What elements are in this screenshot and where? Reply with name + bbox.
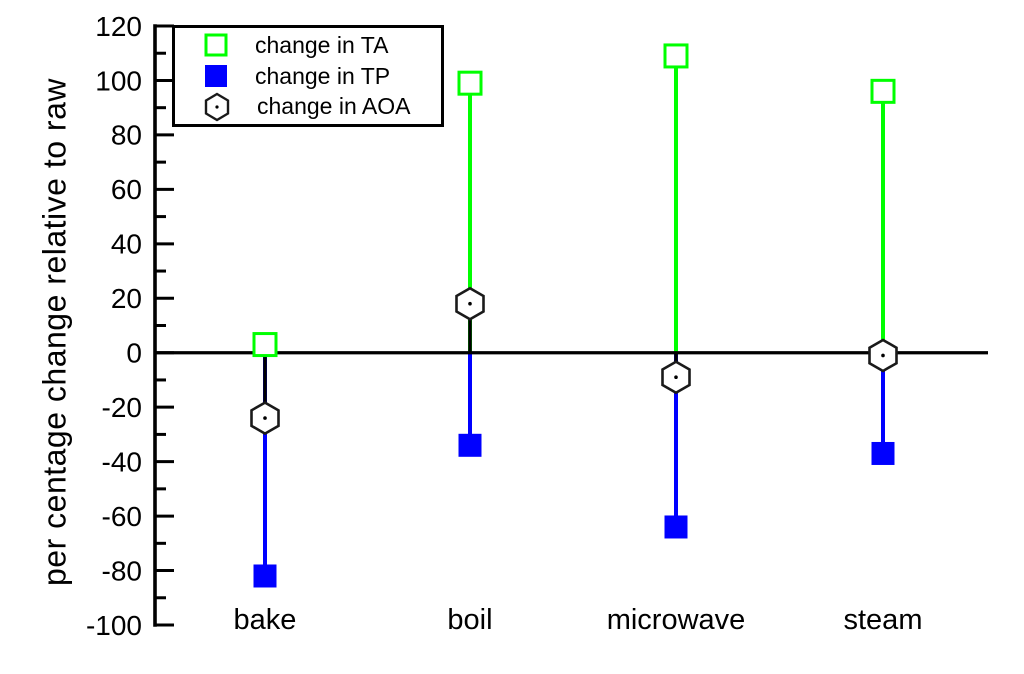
y-tick-label: -40 bbox=[102, 446, 142, 477]
filled-square-icon bbox=[205, 65, 227, 87]
x-category-label: steam bbox=[844, 604, 923, 636]
marker-ta-microwave bbox=[663, 43, 689, 69]
y-tick-label: 120 bbox=[95, 11, 142, 42]
marker-tp-microwave bbox=[664, 515, 688, 539]
marker-ta-bake bbox=[252, 332, 278, 358]
marker-ta-steam bbox=[870, 78, 896, 104]
legend-item-aoa: change in AOA bbox=[203, 91, 439, 122]
y-tick-label: 100 bbox=[95, 65, 142, 96]
y-tick-label: 60 bbox=[111, 174, 142, 205]
y-tick-label: 0 bbox=[126, 338, 142, 369]
legend-item-ta: change in TA bbox=[203, 30, 439, 61]
x-category-label: microwave bbox=[607, 604, 746, 636]
marker-ta-boil bbox=[457, 70, 483, 96]
legend-item-tp: change in TP bbox=[203, 61, 439, 92]
x-category-label: boil bbox=[447, 604, 492, 636]
y-tick-label: -100 bbox=[86, 610, 142, 641]
y-tick-label: -20 bbox=[102, 392, 142, 423]
hexagon-dot-icon bbox=[204, 92, 230, 122]
marker-tp-steam bbox=[871, 441, 895, 465]
marker-aoa-dot-boil bbox=[468, 301, 472, 306]
x-category-label: bake bbox=[234, 604, 297, 636]
y-tick-label: -80 bbox=[102, 555, 142, 586]
legend-label-ta: change in TA bbox=[255, 31, 389, 58]
y-tick-label: 40 bbox=[111, 229, 142, 260]
marker-aoa-dot-steam bbox=[881, 353, 885, 358]
open-square-icon bbox=[204, 33, 228, 57]
marker-tp-boil bbox=[458, 433, 482, 457]
y-tick-label: 80 bbox=[111, 120, 142, 151]
y-tick-label: 20 bbox=[111, 283, 142, 314]
marker-aoa-dot-bake bbox=[263, 416, 267, 420]
legend-label-aoa: change in AOA bbox=[257, 93, 411, 120]
legend-label-tp: change in TP bbox=[255, 62, 391, 89]
marker-tp-bake bbox=[253, 564, 277, 588]
y-axis-title: per centage change relative to raw bbox=[36, 78, 73, 586]
legend-box: change in TA change in TP change in AOA bbox=[172, 25, 444, 127]
marker-aoa-dot-microwave bbox=[674, 375, 678, 380]
y-tick-label: -60 bbox=[102, 501, 142, 532]
